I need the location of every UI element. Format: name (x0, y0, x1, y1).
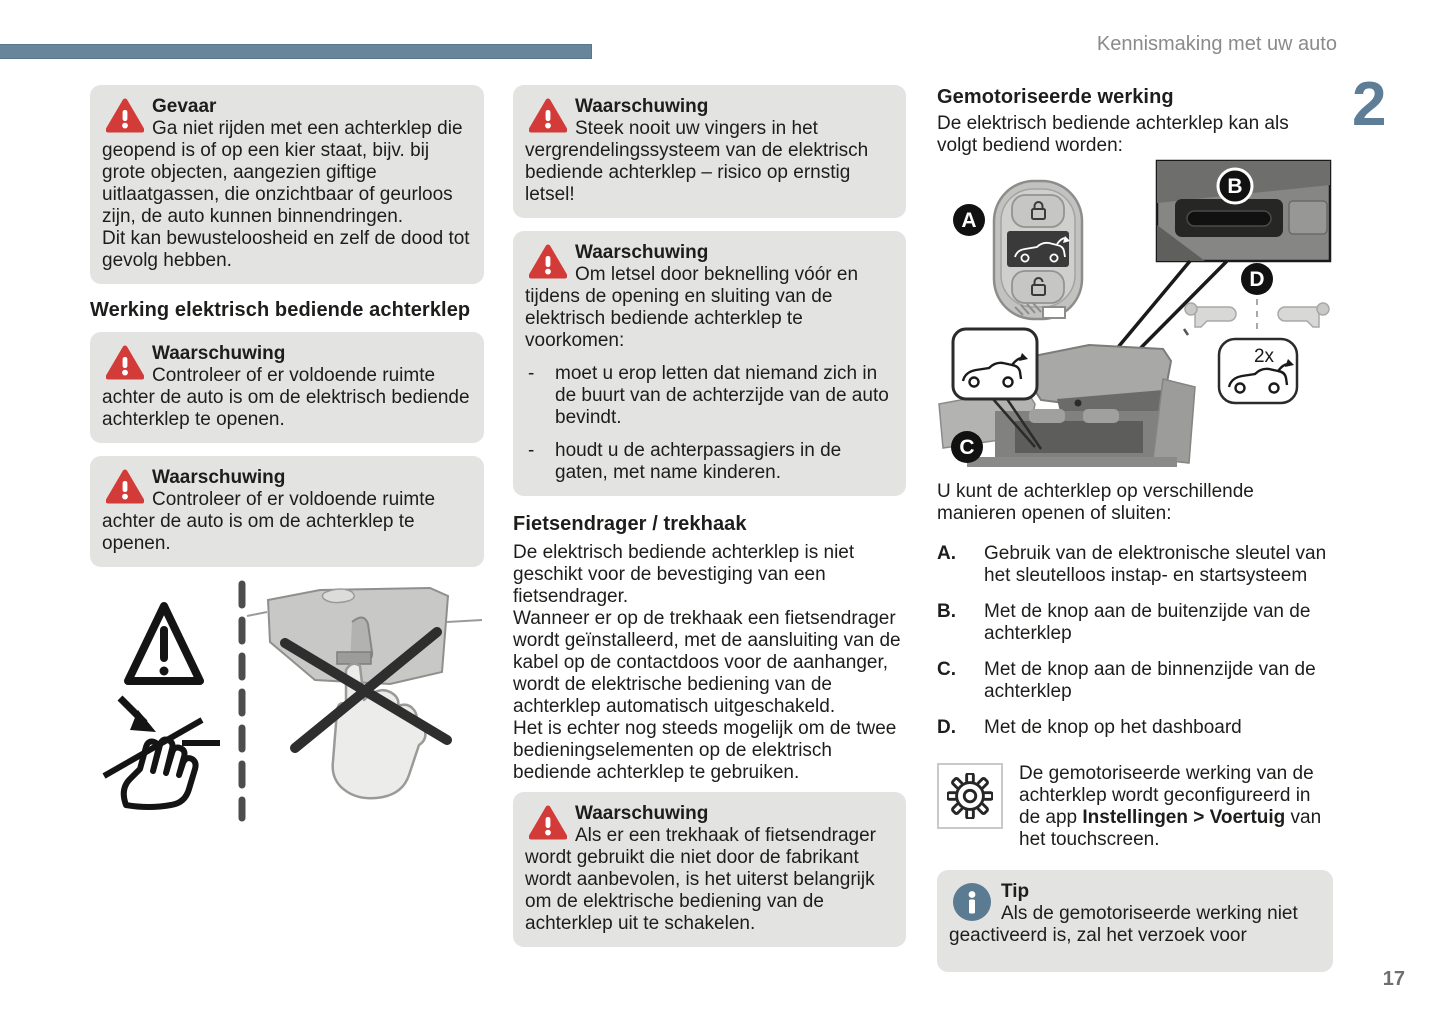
note-title: Waarschuwing (575, 96, 709, 117)
label-c-badge (951, 431, 983, 463)
info-icon (953, 883, 991, 921)
tailgate-controls-illustration: A B D 2x (938, 159, 1332, 467)
method-text: Gebruik van de elektronische sleutel van… (984, 543, 1327, 586)
note-title: Waarschuwing (575, 803, 709, 824)
note-title: Gevaar (152, 96, 217, 117)
press-twice-icon: 2x (1217, 337, 1299, 405)
section-heading-fietsendrager: Fietsendrager / trekhaak (513, 513, 747, 535)
warning-triangle-icon (106, 345, 144, 380)
bullet-text: moet u erop letten dat niemand zich in d… (555, 363, 889, 428)
warning-box: Waarschuwing Als er een trekhaak of fiet… (513, 792, 906, 947)
method-item-d: D. Met de knop op het dashboard (937, 717, 1333, 739)
note-title: Tip (1001, 881, 1030, 902)
note-body: Steek nooit uw vingers in het vergrendel… (525, 118, 869, 205)
note-body: Controleer of er voldoende ruimte achter… (102, 365, 470, 430)
middle-column: Waarschuwing Steek nooit uw vingers in h… (513, 85, 906, 960)
warning-triangle-icon (529, 805, 567, 840)
press-count-label: 2x (1254, 346, 1275, 367)
section-heading-achterklep: Werking elektrisch bediende achterklep (90, 299, 471, 321)
note-title: Waarschuwing (152, 467, 286, 488)
tailgate-open-callout (951, 327, 1043, 450)
settings-icon-box (937, 763, 1003, 829)
bullet-item: - houdt u de achterpassagiers in de gate… (525, 440, 892, 484)
hand-pinch-icon (102, 695, 220, 810)
method-item-b: B. Met de knop aan de buitenzijde van de… (937, 601, 1333, 645)
chapter-number: 2 (1352, 70, 1387, 139)
method-text: Met de knop aan de binnenzijde van de ac… (984, 659, 1316, 702)
running-header: Kennismaking met uw auto (1096, 33, 1337, 55)
bullet-dash: - (528, 363, 535, 384)
danger-box: Gevaar Ga niet rijden met een achterklep… (90, 85, 484, 284)
no-fingers-in-latch-illustration (246, 586, 483, 800)
method-key: A. (937, 543, 956, 564)
left-column: Gevaar Ga niet rijden met een achterklep… (90, 85, 484, 852)
warning-box: Waarschuwing Steek nooit uw vingers in h… (513, 85, 906, 218)
settings-text-post: van het touchscreen. (1019, 807, 1322, 850)
methods-list: A. Gebruik van de elektronische sleutel … (937, 543, 1333, 739)
warning-triangle-icon (106, 98, 144, 133)
label-b-badge (1216, 167, 1254, 205)
settings-text-pre: De gemotoriseerde werking van de achterk… (1019, 763, 1314, 828)
settings-text: De gemotoriseerde werking van de achterk… (1019, 763, 1333, 851)
fietsendrager-paragraph: De elektrisch bediende achterklep is nie… (513, 542, 901, 783)
note-body: Om letsel door beknelling vóór en tijden… (525, 264, 859, 351)
key-fob-illustration (992, 179, 1084, 321)
bullet-text: houdt u de achterpassagiers in de gaten,… (555, 440, 842, 483)
label-a-badge (953, 204, 985, 236)
gear-icon (947, 773, 993, 819)
label-d-badge (1241, 263, 1273, 295)
method-text: Met de knop aan de buitenzijde van de ac… (984, 601, 1311, 644)
warning-box: Waarschuwing Om letsel door beknelling v… (513, 231, 906, 496)
method-text: Met de knop op het dashboard (984, 717, 1242, 738)
warning-triangle-icon (529, 244, 567, 279)
settings-menu-path: Instellingen > Voertuig (1082, 807, 1286, 828)
gemotoriseerd-intro: De elektrisch bediende achterklep kan al… (937, 113, 1289, 156)
note-body: Controleer of er voldoende ruimte achter… (102, 489, 436, 554)
label-b: B (1227, 175, 1242, 198)
method-key: C. (937, 659, 956, 680)
note-title: Waarschuwing (575, 242, 709, 263)
warning-box: Waarschuwing Controleer of er voldoende … (90, 332, 484, 443)
method-key: D. (937, 717, 956, 738)
method-key: B. (937, 601, 956, 622)
page-number: 17 (1382, 968, 1405, 990)
warning-triangle-icon (529, 98, 567, 133)
label-d: D (1249, 268, 1264, 291)
warning-triangle-outline-icon (124, 602, 204, 685)
note-body: Als er een trekhaak of fietsendrager wor… (525, 825, 877, 934)
warning-triangle-icon (106, 469, 144, 504)
chapter-color-bar (0, 44, 592, 59)
right-column: Gemotoriseerde werking De elektrisch bed… (937, 85, 1333, 985)
settings-note: De gemotoriseerde werking van de achterk… (937, 763, 1333, 851)
section-heading-gemotoriseerd: Gemotoriseerde werking (937, 86, 1174, 108)
note-title: Waarschuwing (152, 343, 286, 364)
note-body: Als de gemotoriseerde werking niet geact… (949, 903, 1298, 946)
bullet-dash: - (528, 440, 535, 461)
open-close-intro: U kunt de achterklep op verschillende ma… (937, 481, 1254, 524)
pinch-warning-illustration (102, 580, 483, 822)
method-item-c: C. Met de knop aan de binnenzijde van de… (937, 659, 1333, 703)
stalk-icons (1182, 302, 1330, 336)
trunk-button-car-icon (1014, 236, 1070, 263)
label-a: A (961, 209, 976, 232)
tip-box: Tip Als de gemotoriseerde werking niet g… (937, 870, 1333, 972)
bullet-item: - moet u erop letten dat niemand zich in… (525, 363, 892, 429)
label-c: C (959, 436, 974, 459)
note-body: Ga niet rijden met een achterklep die ge… (102, 118, 470, 271)
warning-box: Waarschuwing Controleer of er voldoende … (90, 456, 484, 567)
method-item-a: A. Gebruik van de elektronische sleutel … (937, 543, 1333, 587)
